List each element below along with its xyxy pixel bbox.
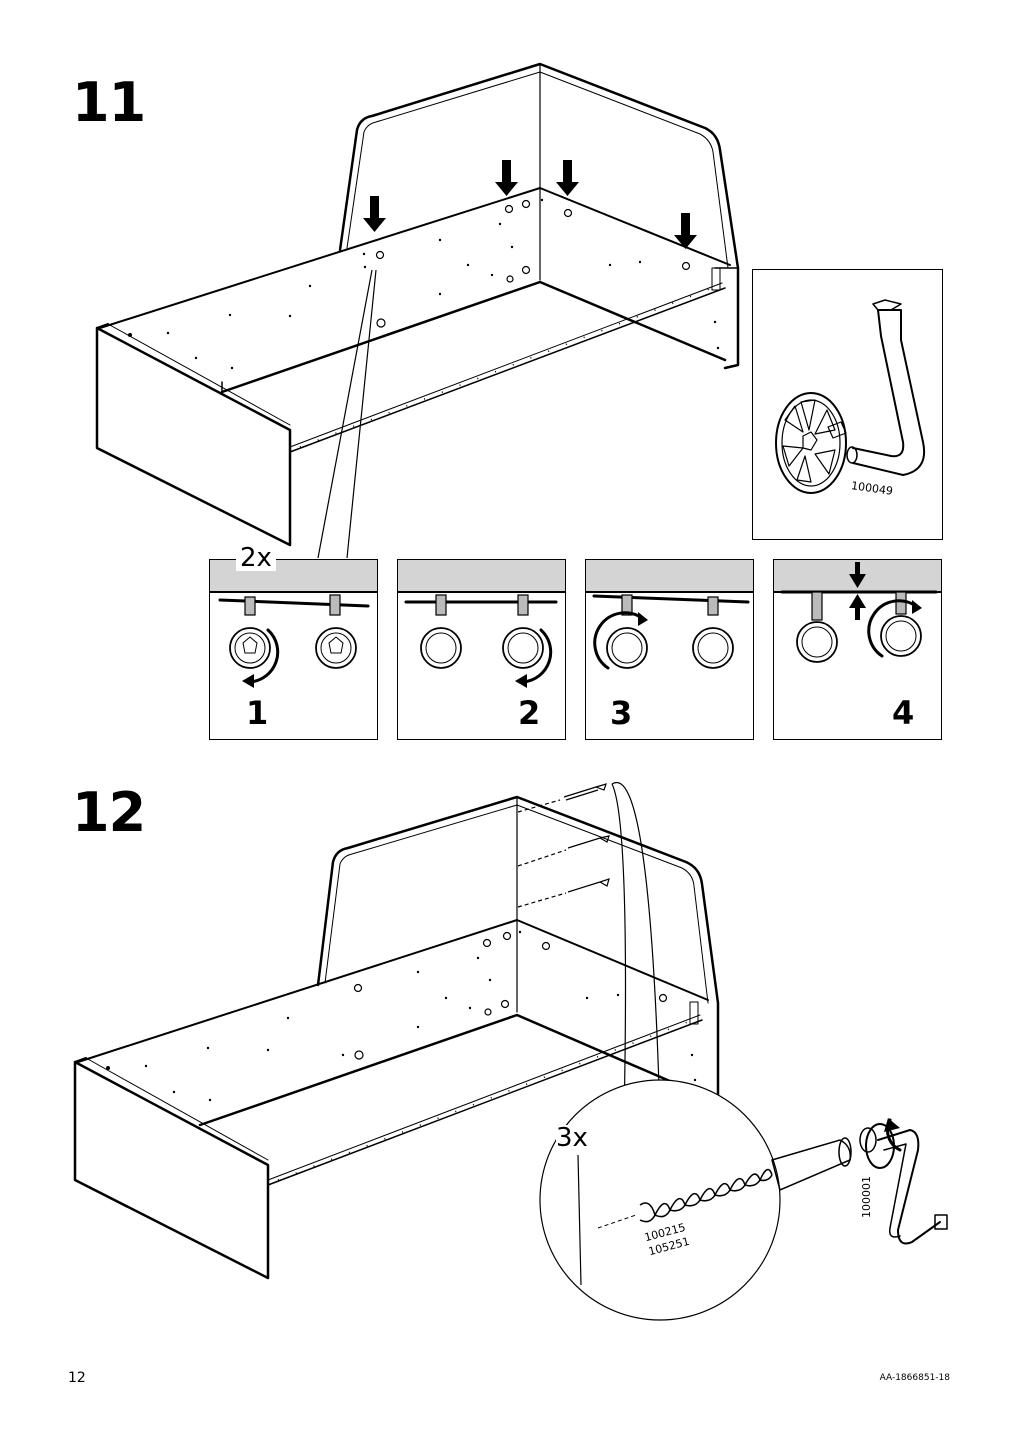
wheel-adjust-diagram bbox=[404, 594, 558, 688]
quantity-label-step11: 2x bbox=[236, 545, 276, 571]
substep-number: 1 bbox=[246, 694, 269, 732]
substep-number: 3 bbox=[610, 694, 633, 732]
tool-part-number-step12: 100001 bbox=[860, 1176, 873, 1218]
panel-band bbox=[398, 560, 565, 593]
quantity-label-step12: 3x bbox=[556, 1123, 588, 1153]
substep-number: 4 bbox=[892, 694, 915, 732]
wheel-adjust-diagram bbox=[218, 594, 370, 688]
allen-key-wheel-tool-icon bbox=[775, 299, 925, 494]
panel-band bbox=[586, 560, 753, 593]
step-number-12: 12 bbox=[72, 781, 146, 844]
substep-panel-3: 3 bbox=[585, 559, 754, 740]
substep-panel-1: 1 bbox=[209, 559, 378, 740]
wheel-adjust-diagram bbox=[780, 562, 938, 663]
sofa-frame-illustration-step12 bbox=[73, 781, 948, 1321]
document-code: AA-1866851-18 bbox=[879, 1373, 950, 1383]
tool-inset-box: 100049 bbox=[752, 269, 943, 540]
substep-panel-2: 2 bbox=[397, 559, 566, 740]
wheel-adjust-diagram bbox=[592, 594, 750, 670]
step-number-11: 11 bbox=[72, 71, 146, 134]
substep-number: 2 bbox=[518, 694, 541, 732]
sofa-frame-illustration-step11 bbox=[95, 62, 740, 559]
page-number: 12 bbox=[68, 1370, 86, 1386]
substep-panel-4: 4 bbox=[773, 559, 942, 740]
